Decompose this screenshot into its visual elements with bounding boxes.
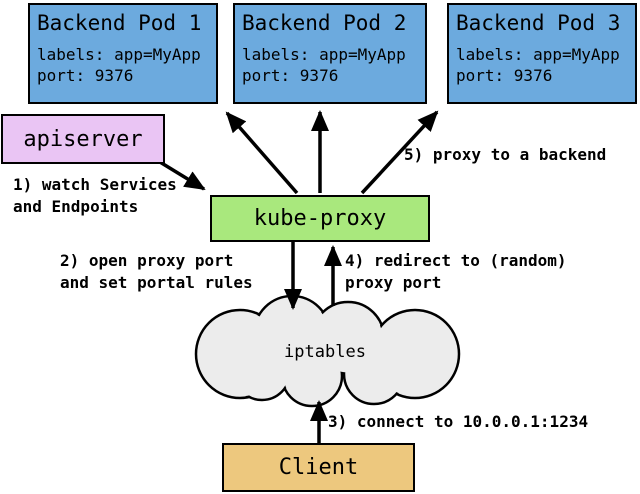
step-3-label: 3) connect to 10.0.0.1:1234 xyxy=(328,412,589,431)
backend-pod-title: Backend Pod 2 xyxy=(242,11,407,35)
pod-port-text: port: 9376 xyxy=(456,66,553,85)
client-node: Client xyxy=(222,443,415,492)
arrow-apiserver-to-kubeproxy xyxy=(154,157,206,191)
apiserver-label: apiserver xyxy=(23,126,143,152)
kube-proxy-label: kube-proxy xyxy=(253,206,387,231)
apiserver-node: apiserver xyxy=(1,114,165,164)
backend-pod-title: Backend Pod 3 xyxy=(456,11,621,35)
backend-pod-1-node: Backend Pod 1 labels: app=MyApp port: 93… xyxy=(28,3,218,104)
arrow-kubeproxy-to-pod1 xyxy=(225,111,299,195)
pod-port-text: port: 9376 xyxy=(242,66,339,85)
backend-pod-3-node: Backend Pod 3 labels: app=MyApp port: 93… xyxy=(447,3,637,104)
client-label: Client xyxy=(278,455,359,480)
backend-pod-title: Backend Pod 1 xyxy=(37,11,202,35)
backend-pod-2-node: Backend Pod 2 labels: app=MyApp port: 93… xyxy=(233,3,427,104)
pod-labels-text: labels: app=MyApp xyxy=(456,45,620,64)
pod-labels-text: labels: app=MyApp xyxy=(37,45,201,64)
pod-labels-text: labels: app=MyApp xyxy=(242,45,406,64)
step-1-label: 1) watch Services and Endpoints xyxy=(13,175,177,216)
step-4-label: 4) redirect to (random) proxy port xyxy=(345,251,567,292)
pod-port-text: port: 9376 xyxy=(37,66,134,85)
step-2-label: 2) open proxy port and set portal rules xyxy=(60,251,253,292)
arrow-kubeproxy-to-pod3 xyxy=(360,110,439,195)
step-5-label: 5) proxy to a backend xyxy=(404,145,607,164)
kube-proxy-node: kube-proxy xyxy=(210,195,430,242)
iptables-cloud xyxy=(194,294,461,408)
iptables-label: iptables xyxy=(284,342,366,362)
